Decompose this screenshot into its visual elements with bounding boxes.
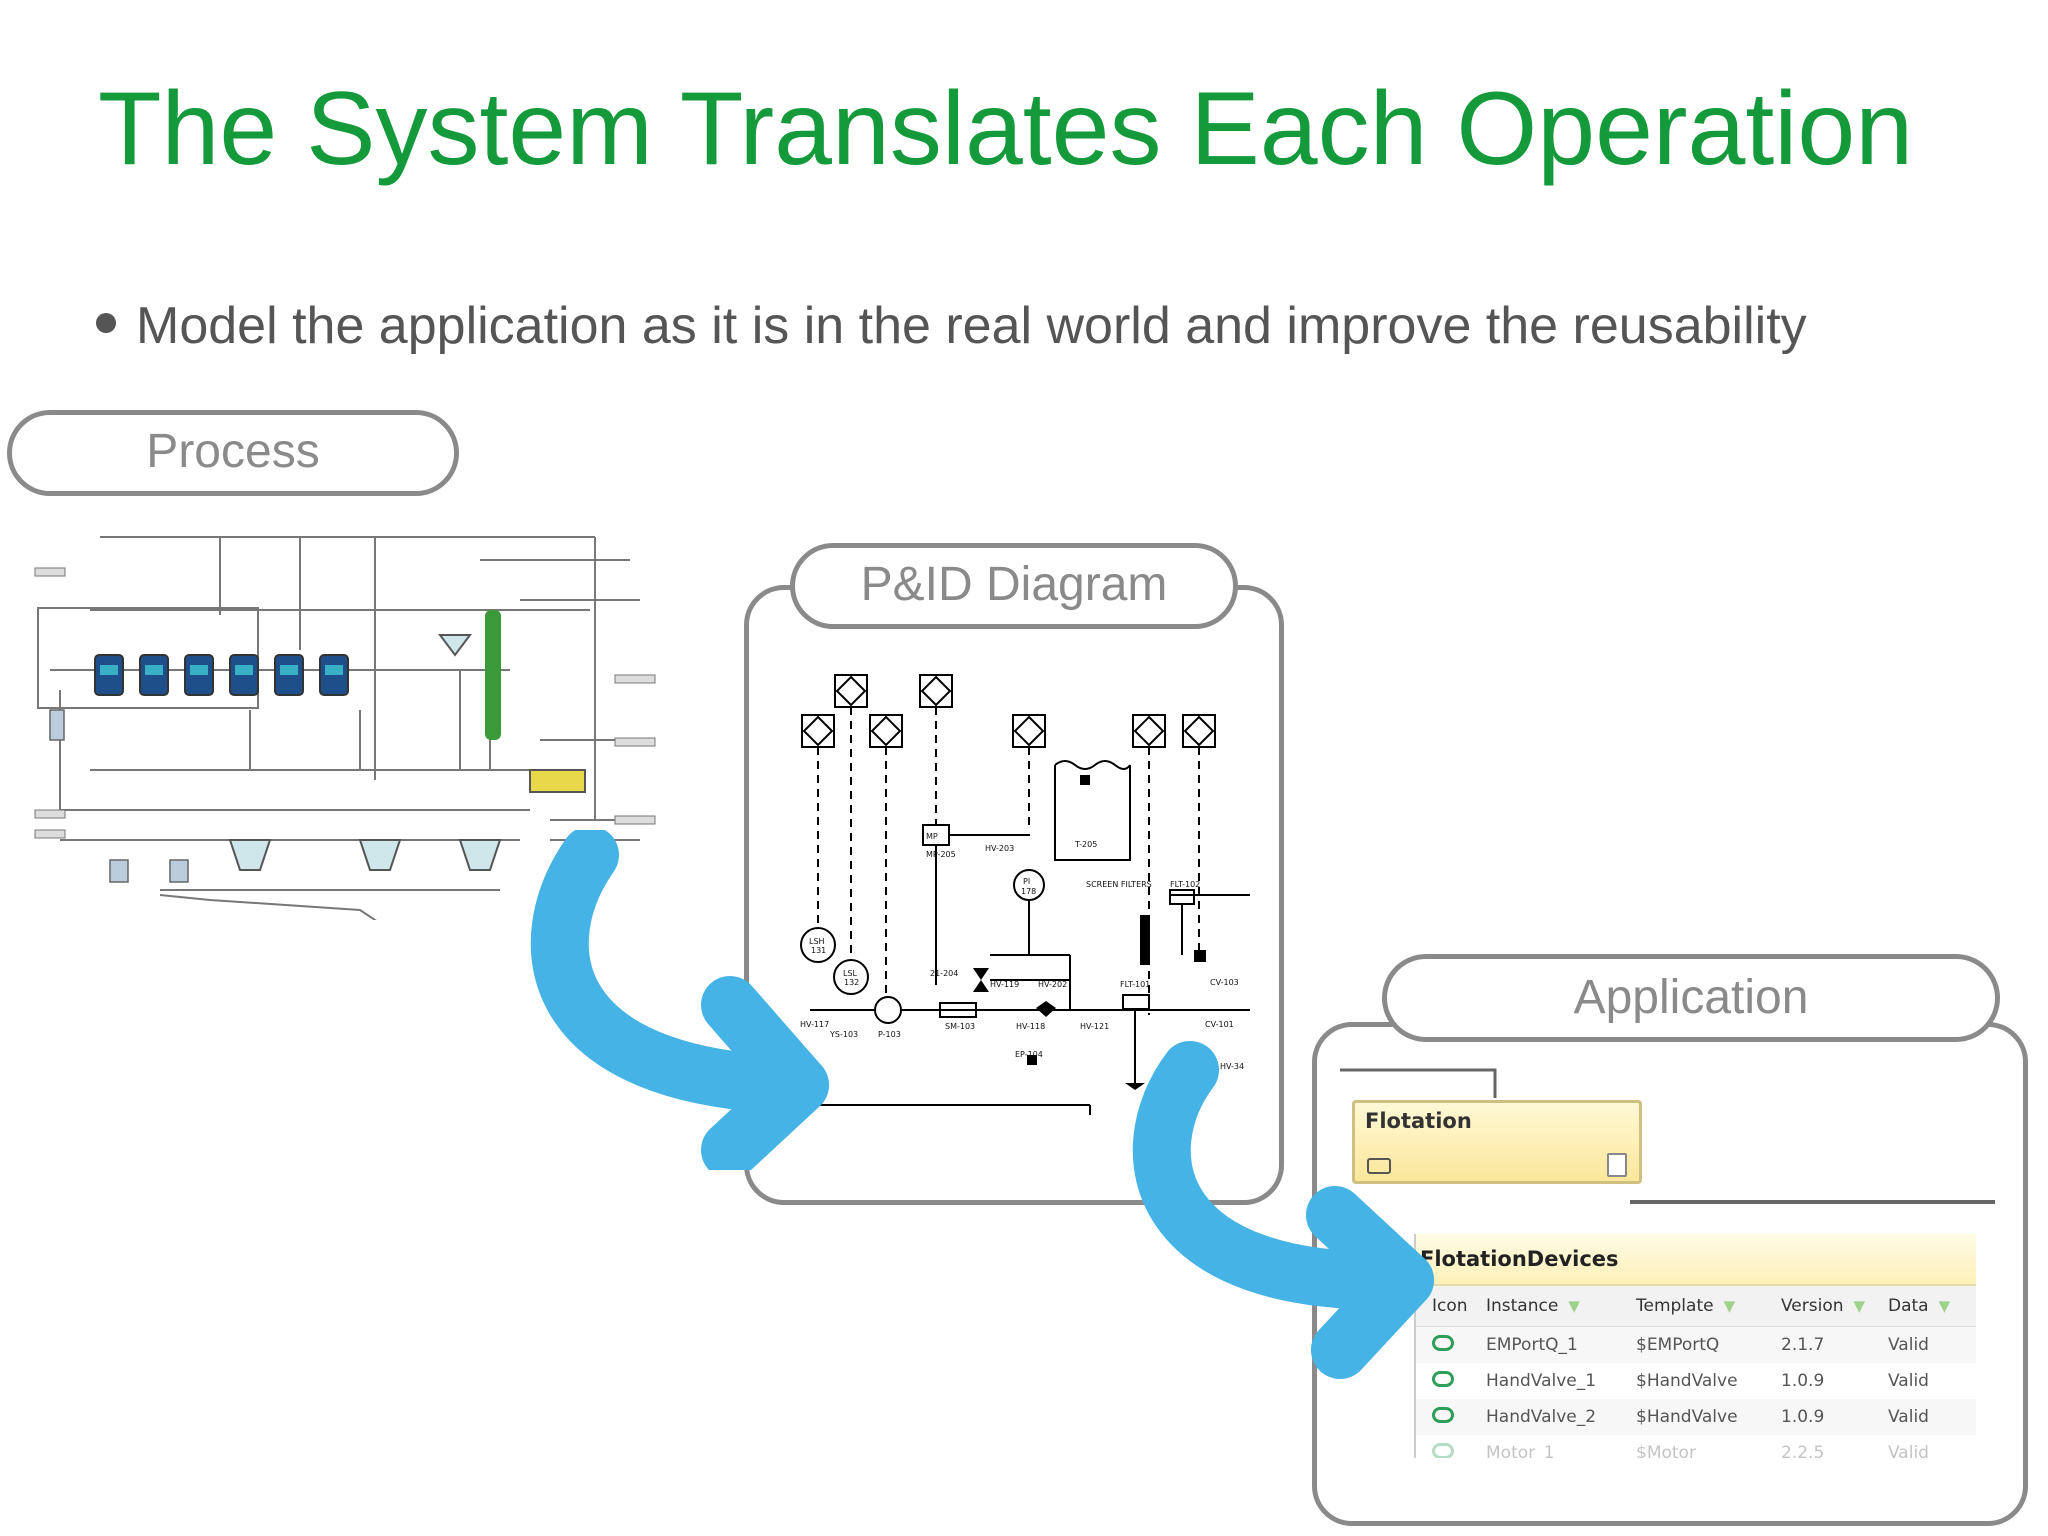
flotation-devices-grid: FlotationDevices Icon Instance ▼ Template… <box>1414 1234 1976 1458</box>
pid-tag-cv101: CV-101 <box>1205 1020 1234 1029</box>
device-icon <box>1432 1406 1454 1423</box>
pid-tag-flt101: FLT-101 <box>1120 980 1150 989</box>
col-instance-header[interactable]: Instance ▼ <box>1486 1296 1636 1316</box>
pid-tag-lsh: LSH <box>809 937 825 946</box>
process-label-text: Process <box>146 425 320 478</box>
cell-data: Valid <box>1888 1335 1929 1355</box>
col-instance-label: Instance <box>1486 1296 1559 1316</box>
cell-template: $EMPortQ <box>1636 1335 1720 1355</box>
pid-tag-p103: P-103 <box>878 1030 901 1039</box>
folder-icon <box>1367 1158 1391 1174</box>
filter-icon[interactable]: ▼ <box>1938 1297 1951 1315</box>
bullet-dot-icon <box>96 313 116 334</box>
col-data-header[interactable]: Data ▼ <box>1888 1296 1968 1316</box>
bullet-item: Model the application as it is in the re… <box>96 296 1807 356</box>
cell-data: Valid <box>1888 1407 1929 1427</box>
pid-tag-hv202: HV-202 <box>1038 980 1067 989</box>
table-row[interactable]: Motor_1 $Motor 2.2.5 Valid <box>1416 1435 1976 1458</box>
col-template-label: Template <box>1636 1296 1714 1316</box>
filter-icon[interactable]: ▼ <box>1568 1297 1580 1315</box>
flotation-block[interactable]: Flotation <box>1352 1100 1642 1184</box>
pid-tag-lsl: LSL <box>843 969 858 978</box>
slide-title: The System Translates Each Operation <box>98 71 1914 187</box>
process-label: Process <box>7 410 459 496</box>
col-data-label: Data <box>1888 1296 1929 1316</box>
pid-tag-screen-filters: SCREEN FILTERS <box>1086 880 1152 889</box>
flow-arrow-1 <box>530 830 829 1170</box>
application-label: Application <box>1382 954 2000 1042</box>
cell-version: 1.0.9 <box>1781 1407 1825 1427</box>
pid-tag-cv103: CV-103 <box>1210 978 1239 987</box>
pid-tag-mp205: MP-205 <box>926 850 956 859</box>
pid-tag-hv121: HV-121 <box>1080 1022 1109 1031</box>
pid-tag-ep104: EP-104 <box>1015 1050 1043 1059</box>
filter-icon[interactable]: ▼ <box>1723 1297 1736 1315</box>
pid-tag-sm103: SM-103 <box>945 1022 975 1031</box>
cell-instance: HandValve_1 <box>1486 1371 1597 1391</box>
pid-tag-flt102: FLT-102 <box>1170 880 1200 889</box>
copy-icon[interactable] <box>1607 1153 1627 1177</box>
flow-arrow-2 <box>1132 1041 1434 1379</box>
pid-tag-ys103: YS-103 <box>829 1030 858 1039</box>
pid-tag-hv117: HV-117 <box>800 1020 829 1029</box>
pid-tag-hv34: HV-34 <box>1220 1062 1244 1071</box>
application-label-text: Application <box>1573 971 1809 1024</box>
pid-diagram-label: P&ID Diagram <box>790 543 1238 629</box>
filter-icon[interactable]: ▼ <box>1853 1297 1866 1315</box>
pid-tag-21-204: 21-204 <box>930 969 958 978</box>
cell-template: $Motor <box>1636 1443 1696 1458</box>
pid-tag-hv118: HV-118 <box>1016 1022 1045 1031</box>
cell-instance: HandValve_2 <box>1486 1407 1597 1427</box>
col-version-label: Version <box>1781 1296 1844 1316</box>
bullet-text: Model the application as it is in the re… <box>136 297 1807 355</box>
table-row[interactable]: HandValve_2 $HandValve 1.0.9 Valid <box>1416 1399 1976 1435</box>
col-icon-label: Icon <box>1432 1296 1468 1316</box>
cell-version: 2.1.7 <box>1781 1335 1825 1355</box>
col-version-header[interactable]: Version ▼ <box>1781 1296 1888 1316</box>
col-icon-header[interactable]: Icon <box>1416 1296 1486 1316</box>
cell-version: 2.2.5 <box>1781 1443 1825 1458</box>
grid-header-row: Icon Instance ▼ Template ▼ Version ▼ Data ▼ <box>1416 1286 1976 1327</box>
pid-tag-hv119: HV-119 <box>990 980 1019 989</box>
pid-tag-mp: MP <box>926 832 938 841</box>
table-row[interactable]: HandValve_1 $HandValve 1.0.9 Valid <box>1416 1363 1976 1399</box>
device-icon <box>1432 1442 1454 1458</box>
app-tree-lines <box>1340 1068 1995 1204</box>
cell-template: $HandValve <box>1636 1407 1738 1427</box>
device-icon <box>1432 1334 1454 1351</box>
flotation-block-label: Flotation <box>1365 1109 1472 1133</box>
grid-body: EMPortQ_1 $EMPortQ 2.1.7 Valid HandValve… <box>1416 1327 1976 1458</box>
table-row[interactable]: EMPortQ_1 $EMPortQ 2.1.7 Valid <box>1416 1327 1976 1363</box>
pid-label-text: P&ID Diagram <box>860 558 1168 611</box>
process-flow-diagram <box>34 536 656 920</box>
cell-template: $HandValve <box>1636 1371 1738 1391</box>
cell-data: Valid <box>1888 1371 1929 1391</box>
cell-instance: EMPortQ_1 <box>1486 1335 1578 1355</box>
cell-data: Valid <box>1888 1443 1929 1458</box>
pid-tag-pi-num: 178 <box>1021 887 1036 896</box>
grid-title: FlotationDevices <box>1416 1234 1976 1286</box>
pid-tag-t205: T-205 <box>1074 840 1097 849</box>
pid-tag-lsl-num: 132 <box>844 978 859 987</box>
pid-schematic: MP MP-205 HV-203 PI 178 T-205 SCREEN FIL… <box>800 674 1250 1115</box>
col-template-header[interactable]: Template ▼ <box>1636 1296 1781 1316</box>
cell-instance: Motor_1 <box>1486 1443 1555 1458</box>
pid-tag-lsh-num: 131 <box>811 946 826 955</box>
cell-version: 1.0.9 <box>1781 1371 1825 1391</box>
device-icon <box>1432 1370 1454 1387</box>
pid-tag-pi: PI <box>1023 877 1030 886</box>
pid-tag-hv203: HV-203 <box>985 844 1014 853</box>
